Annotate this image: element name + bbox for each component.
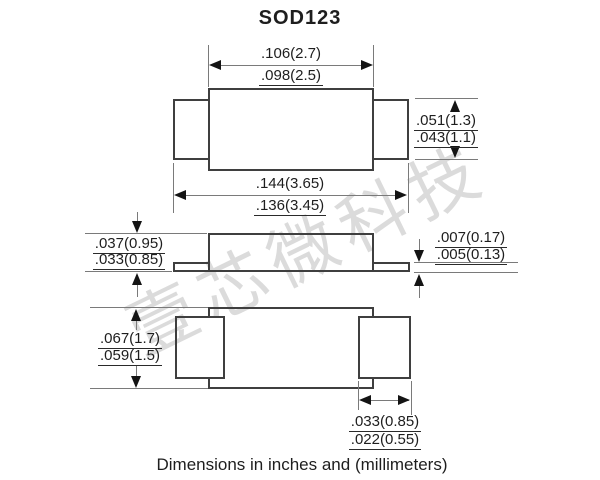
dim-lead-thickness-shaft-bottom	[419, 286, 420, 298]
bottom-view-body-top-edge	[208, 307, 374, 309]
dim-pad-width-line	[361, 400, 409, 401]
dim-stand-height-ext-bottom	[85, 271, 172, 272]
dim-lead-thickness-shaft-top	[419, 239, 420, 250]
top-view-right-lead	[372, 99, 409, 160]
dim-overall-width-ext-left	[173, 163, 174, 213]
dim-body-height-max-value: .051(1.3)	[413, 112, 479, 131]
dim-pad-width-arrow-left	[359, 395, 371, 405]
dim-body-width-ext-left	[208, 45, 209, 87]
bottom-view-body-left-edge-lower	[208, 378, 210, 389]
dim-pad-length-ext-top	[90, 307, 208, 308]
dim-stand-height-arrow-up	[132, 273, 142, 285]
dim-stand-height-shaft-top	[137, 212, 138, 222]
dim-pad-width-ext-left	[358, 381, 359, 410]
dim-pad-length-arrow-up	[131, 309, 141, 321]
dim-stand-height-arrow-down	[132, 221, 142, 233]
dim-pad-length-max-value: .067(1.7)	[97, 330, 163, 349]
dim-lead-thickness-min: .005(0.13)	[426, 247, 516, 265]
dim-stand-height-max: .037(0.95)	[82, 236, 176, 254]
dim-pad-length-arrow-down	[131, 376, 141, 388]
dim-body-width-max: .106(2.7)	[231, 46, 351, 62]
side-view-body	[208, 233, 374, 272]
bottom-view-right-pad	[358, 316, 411, 379]
dim-body-height-max: .051(1.3)	[411, 113, 481, 131]
page-title: SOD123	[258, 7, 342, 29]
dim-pad-length-shaft-bottom	[136, 366, 137, 376]
dim-body-width-max-value: .106(2.7)	[260, 45, 322, 62]
dim-lead-thickness-max: .007(0.17)	[426, 230, 516, 248]
top-view-body	[208, 88, 374, 171]
units-caption: Dimensions in inches and (millimeters)	[156, 455, 448, 474]
dim-lead-thickness-max-value: .007(0.17)	[434, 229, 508, 248]
dim-stand-height-shaft-bottom	[137, 285, 138, 297]
bottom-view-body-right-edge-lower	[372, 378, 374, 389]
dim-overall-width-arrow-left	[174, 190, 186, 200]
dim-overall-width-min: .136(3.45)	[230, 198, 350, 216]
dim-pad-width-max: .033(0.85)	[335, 414, 435, 432]
dim-body-width-arrow-left	[209, 60, 221, 70]
dim-overall-width-arrow-right	[395, 190, 407, 200]
dim-lead-thickness-ext-bottom	[414, 272, 518, 273]
dim-pad-length-min-value: .059(1.5)	[97, 347, 163, 366]
dim-body-width-line	[212, 65, 370, 66]
dim-body-width-ext-right	[373, 45, 374, 87]
dim-lead-thickness-arrow-down	[414, 250, 424, 262]
dim-body-width-min: .098(2.5)	[231, 68, 351, 86]
dim-pad-width-ext-right	[411, 381, 412, 415]
dim-stand-height-max-value: .037(0.95)	[92, 235, 166, 254]
dim-body-width-arrow-right	[361, 60, 373, 70]
dim-overall-width-max: .144(3.65)	[230, 176, 350, 192]
dim-lead-thickness-ext-top	[414, 262, 518, 263]
dim-pad-width-min-value: .022(0.55)	[348, 431, 422, 450]
bottom-view-left-pad	[175, 316, 225, 379]
dim-stand-height-ext-top	[85, 233, 207, 234]
dim-body-width-min-value: .098(2.5)	[258, 67, 324, 86]
dim-stand-height-min-value: .033(0.85)	[92, 251, 166, 270]
dim-pad-length-min: .059(1.5)	[82, 348, 178, 366]
dim-pad-length-shaft-top	[136, 321, 137, 330]
top-view-left-lead	[173, 99, 210, 160]
dim-body-height-ext-top	[415, 98, 478, 99]
dim-overall-width-ext-right	[408, 163, 409, 213]
dim-pad-length-max: .067(1.7)	[82, 331, 178, 349]
dim-body-height-min: .043(1.1)	[411, 130, 481, 148]
dim-pad-width-max-value: .033(0.85)	[348, 413, 422, 432]
dim-pad-length-ext-bottom	[90, 388, 208, 389]
dim-lead-thickness-arrow-up	[414, 274, 424, 286]
dim-body-height-arrow-down	[450, 146, 460, 158]
bottom-view-body-left-edge-upper	[208, 307, 210, 318]
dim-overall-width-max-value: .144(3.65)	[255, 175, 325, 192]
bottom-view-body-right-edge-upper	[372, 307, 374, 318]
dim-body-height-min-value: .043(1.1)	[413, 129, 479, 148]
dim-stand-height-min: .033(0.85)	[82, 252, 176, 270]
dim-pad-width-min: .022(0.55)	[335, 432, 435, 450]
dim-overall-width-min-value: .136(3.45)	[253, 197, 327, 216]
dim-overall-width-line	[177, 195, 405, 196]
side-view-left-lead	[173, 262, 210, 272]
dim-lead-thickness-min-value: .005(0.13)	[434, 246, 508, 265]
dim-body-height-ext-bottom	[415, 159, 478, 160]
side-view-right-lead	[372, 262, 410, 272]
bottom-view-body-bottom-edge	[208, 387, 374, 389]
dim-body-height-arrow-up	[450, 100, 460, 112]
dim-pad-width-arrow-right	[398, 395, 410, 405]
